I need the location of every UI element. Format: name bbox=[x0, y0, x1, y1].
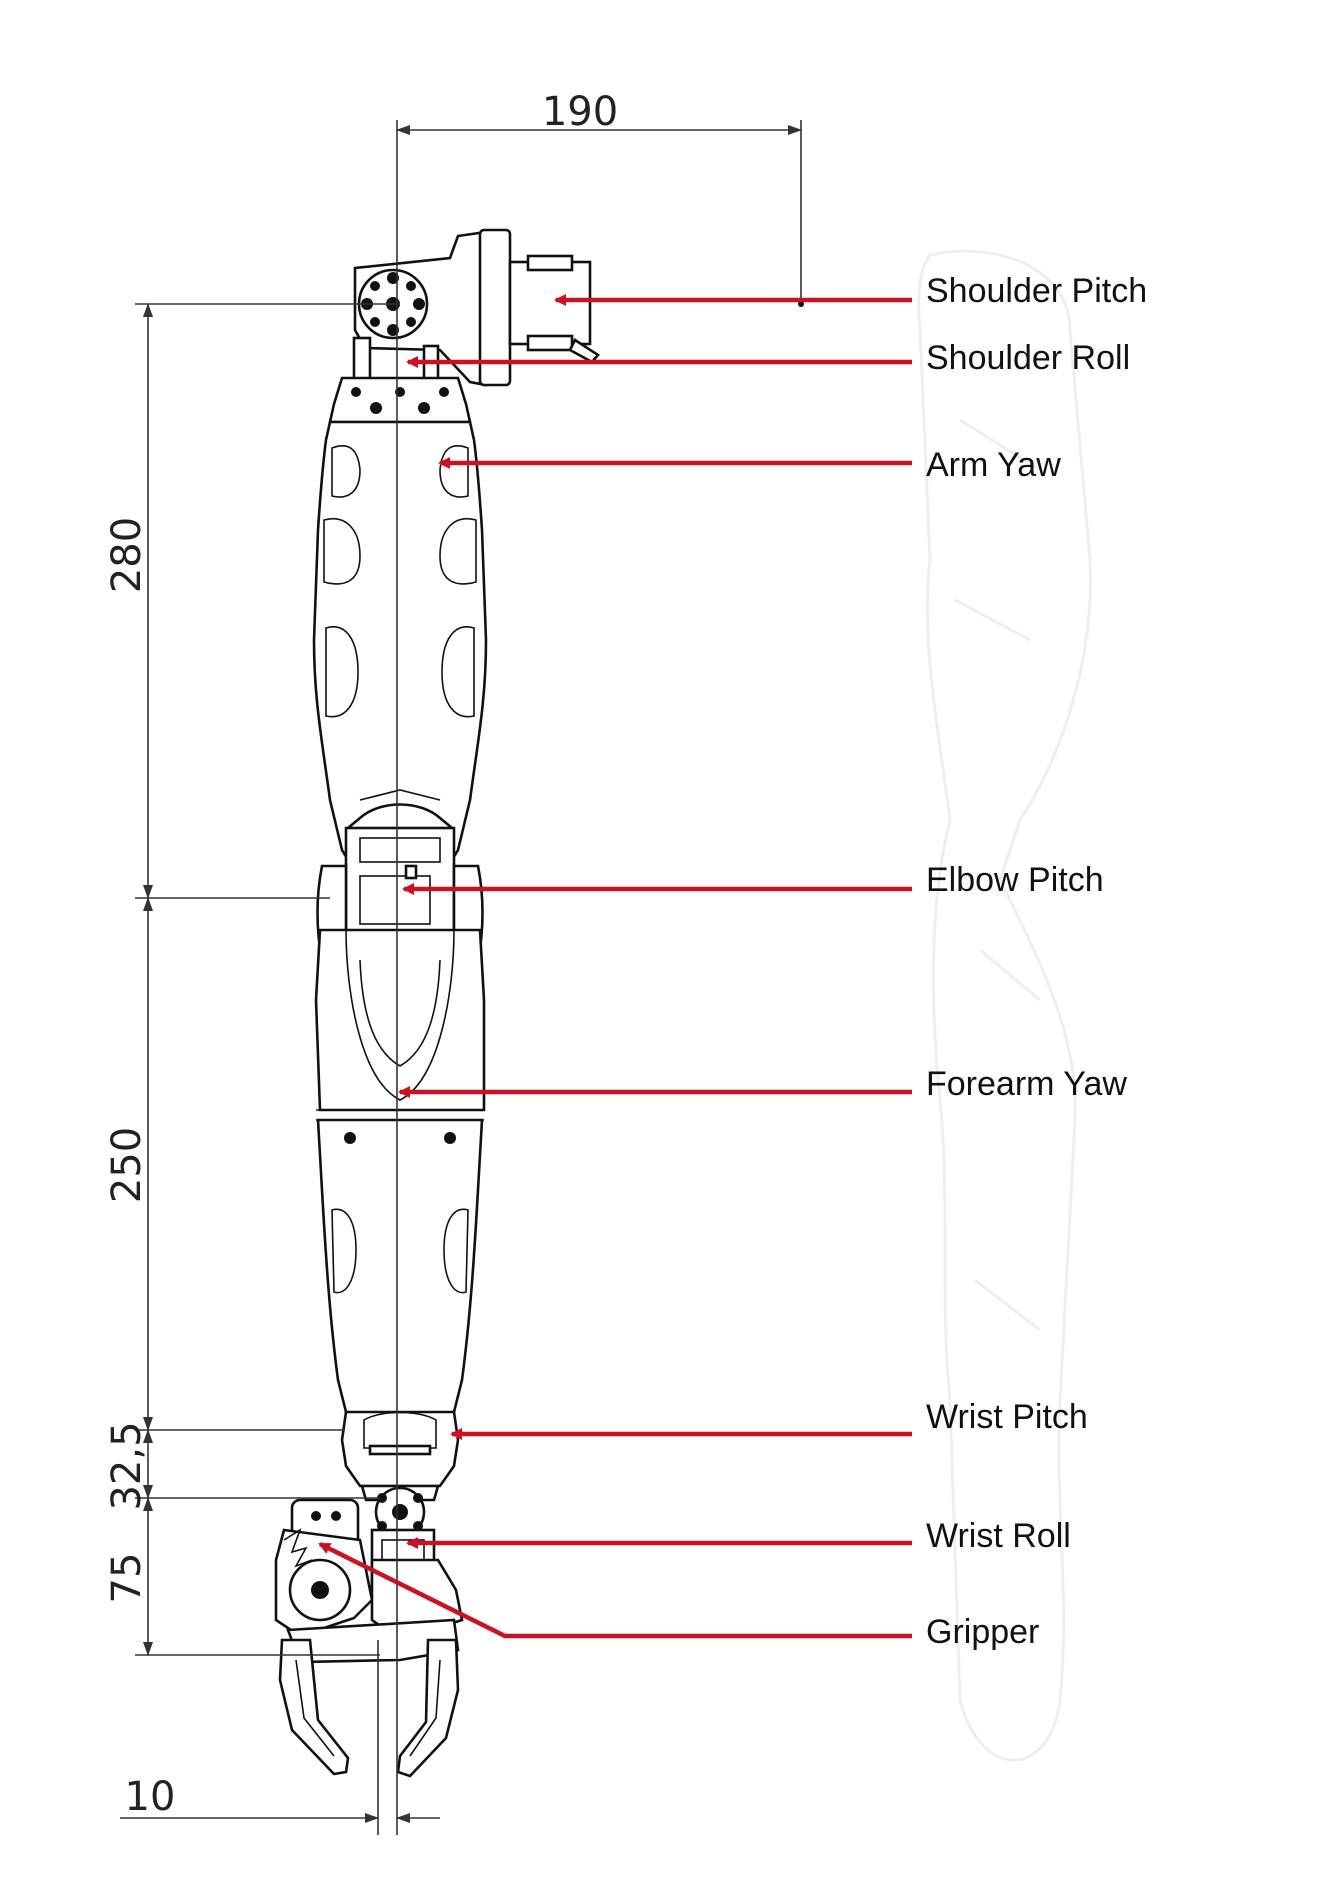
dim-finger-offset: 10 bbox=[125, 1774, 176, 1820]
forearm-link bbox=[314, 928, 486, 1422]
label-gripper: Gripper bbox=[926, 1613, 1039, 1651]
dim-gripper: 75 bbox=[104, 1553, 150, 1604]
label-shoulder-pitch: Shoulder Pitch bbox=[926, 272, 1147, 310]
dim-wrist: 32,5 bbox=[104, 1421, 150, 1510]
shoulder-motor bbox=[352, 228, 600, 387]
label-shoulder-roll: Shoulder Roll bbox=[926, 339, 1130, 377]
dim-forearm: 250 bbox=[104, 1127, 150, 1203]
ghost-arm-silhouette bbox=[917, 249, 1092, 1762]
joint-labels: Shoulder Pitch Shoulder Roll Arm Yaw Elb… bbox=[926, 272, 1147, 1651]
label-wrist-roll: Wrist Roll bbox=[926, 1517, 1071, 1555]
label-arm-yaw: Arm Yaw bbox=[926, 446, 1061, 484]
dimensions: 190 280 250 32,5 75 10 bbox=[104, 89, 804, 1823]
joint-pointers bbox=[318, 294, 912, 1639]
robot-arm bbox=[274, 120, 600, 1835]
shoulder-collar bbox=[328, 376, 472, 424]
gripper bbox=[274, 1498, 464, 1778]
dim-upper-arm: 280 bbox=[104, 517, 150, 593]
label-elbow-pitch: Elbow Pitch bbox=[926, 861, 1104, 899]
label-wrist-pitch: Wrist Pitch bbox=[926, 1398, 1088, 1436]
label-forearm-yaw: Forearm Yaw bbox=[926, 1065, 1127, 1103]
dim-top-width: 190 bbox=[542, 89, 618, 135]
pointer-gripper bbox=[318, 1541, 912, 1639]
